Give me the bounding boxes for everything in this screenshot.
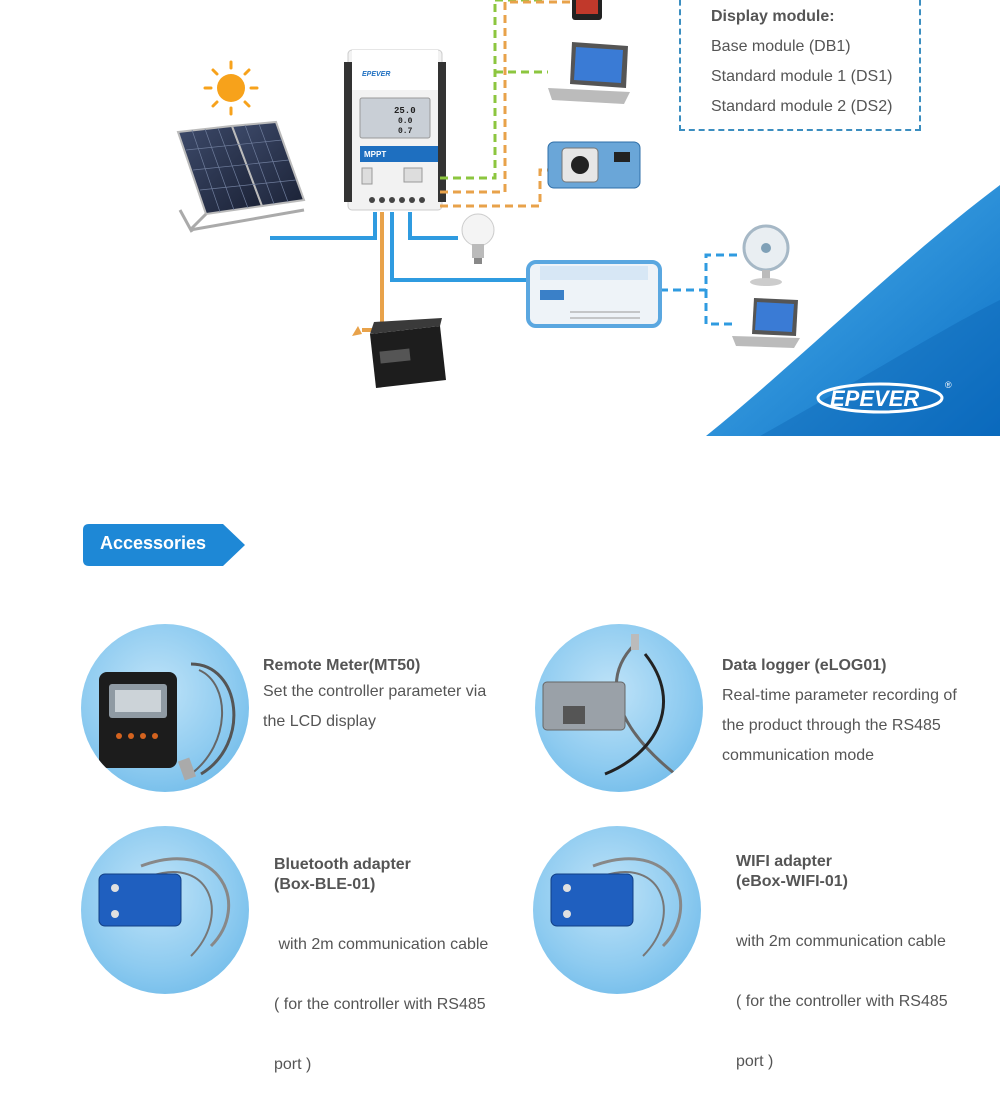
- controller-label: MPPT: [364, 150, 386, 159]
- fan-icon: [742, 224, 790, 286]
- brand-swoosh: [706, 185, 1000, 436]
- display-module-item: Standard module 1 (DS1): [711, 68, 893, 85]
- display-module-box: Display module: Base module (DB1) Standa…: [679, 0, 921, 131]
- laptop-icon: [732, 298, 800, 348]
- lcd-value-3: 0.7: [398, 127, 413, 136]
- svg-text:®: ®: [945, 380, 952, 390]
- accessory-title: Bluetooth adapter (Box-BLE-01): [274, 856, 411, 893]
- display-module-heading: Display module:: [711, 8, 835, 25]
- lcd-value-2: 0.0: [398, 117, 413, 126]
- power-inverter-icon: [547, 141, 641, 189]
- sun-icon: [203, 60, 259, 116]
- wifi-adapter-image: [533, 826, 701, 994]
- accessories-section-tab: Accessories: [83, 524, 245, 566]
- mppt-controller: EPEVER 25.0 0.0 0.7 MPPT: [344, 49, 446, 211]
- bluetooth-adapter-image: [81, 826, 249, 994]
- accessory-description: with 2m communication cable ( for the co…: [274, 936, 489, 1073]
- accessory-description: Set the controller parameter via the LCD…: [263, 683, 487, 730]
- remote-meter-image: [81, 624, 249, 792]
- accessory-title: WIFI adapter (eBox-WIFI-01): [736, 853, 848, 890]
- accessory-title: Remote Meter(MT50): [263, 657, 421, 674]
- accessory-title: Data logger (eLOG01): [722, 657, 887, 674]
- system-diagram: EPEVER 25.0 0.0 0.7 MPPT: [176, 0, 1000, 436]
- data-logger-image: [535, 624, 703, 792]
- light-bulb-icon: [461, 213, 495, 264]
- accessory-description: Real-time parameter recording of the pro…: [722, 687, 957, 764]
- phone-icon: [572, 0, 602, 20]
- svg-text:EPEVER: EPEVER: [830, 386, 919, 411]
- inverter-icon: [526, 260, 662, 328]
- display-module-item: Standard module 2 (DS2): [711, 98, 893, 115]
- battery-icon: [370, 318, 446, 388]
- accessory-description: with 2m communication cable ( for the co…: [736, 933, 948, 1070]
- brand-logo: EPEVER ®: [816, 380, 952, 414]
- accessories-tab-label: Accessories: [99, 533, 207, 553]
- laptop-icon: [548, 42, 630, 104]
- solar-panel-icon: [176, 120, 306, 233]
- svg-text:EPEVER: EPEVER: [362, 71, 390, 78]
- display-module-item: Base module (DB1): [711, 38, 851, 55]
- lcd-value-1: 25.0: [394, 106, 416, 116]
